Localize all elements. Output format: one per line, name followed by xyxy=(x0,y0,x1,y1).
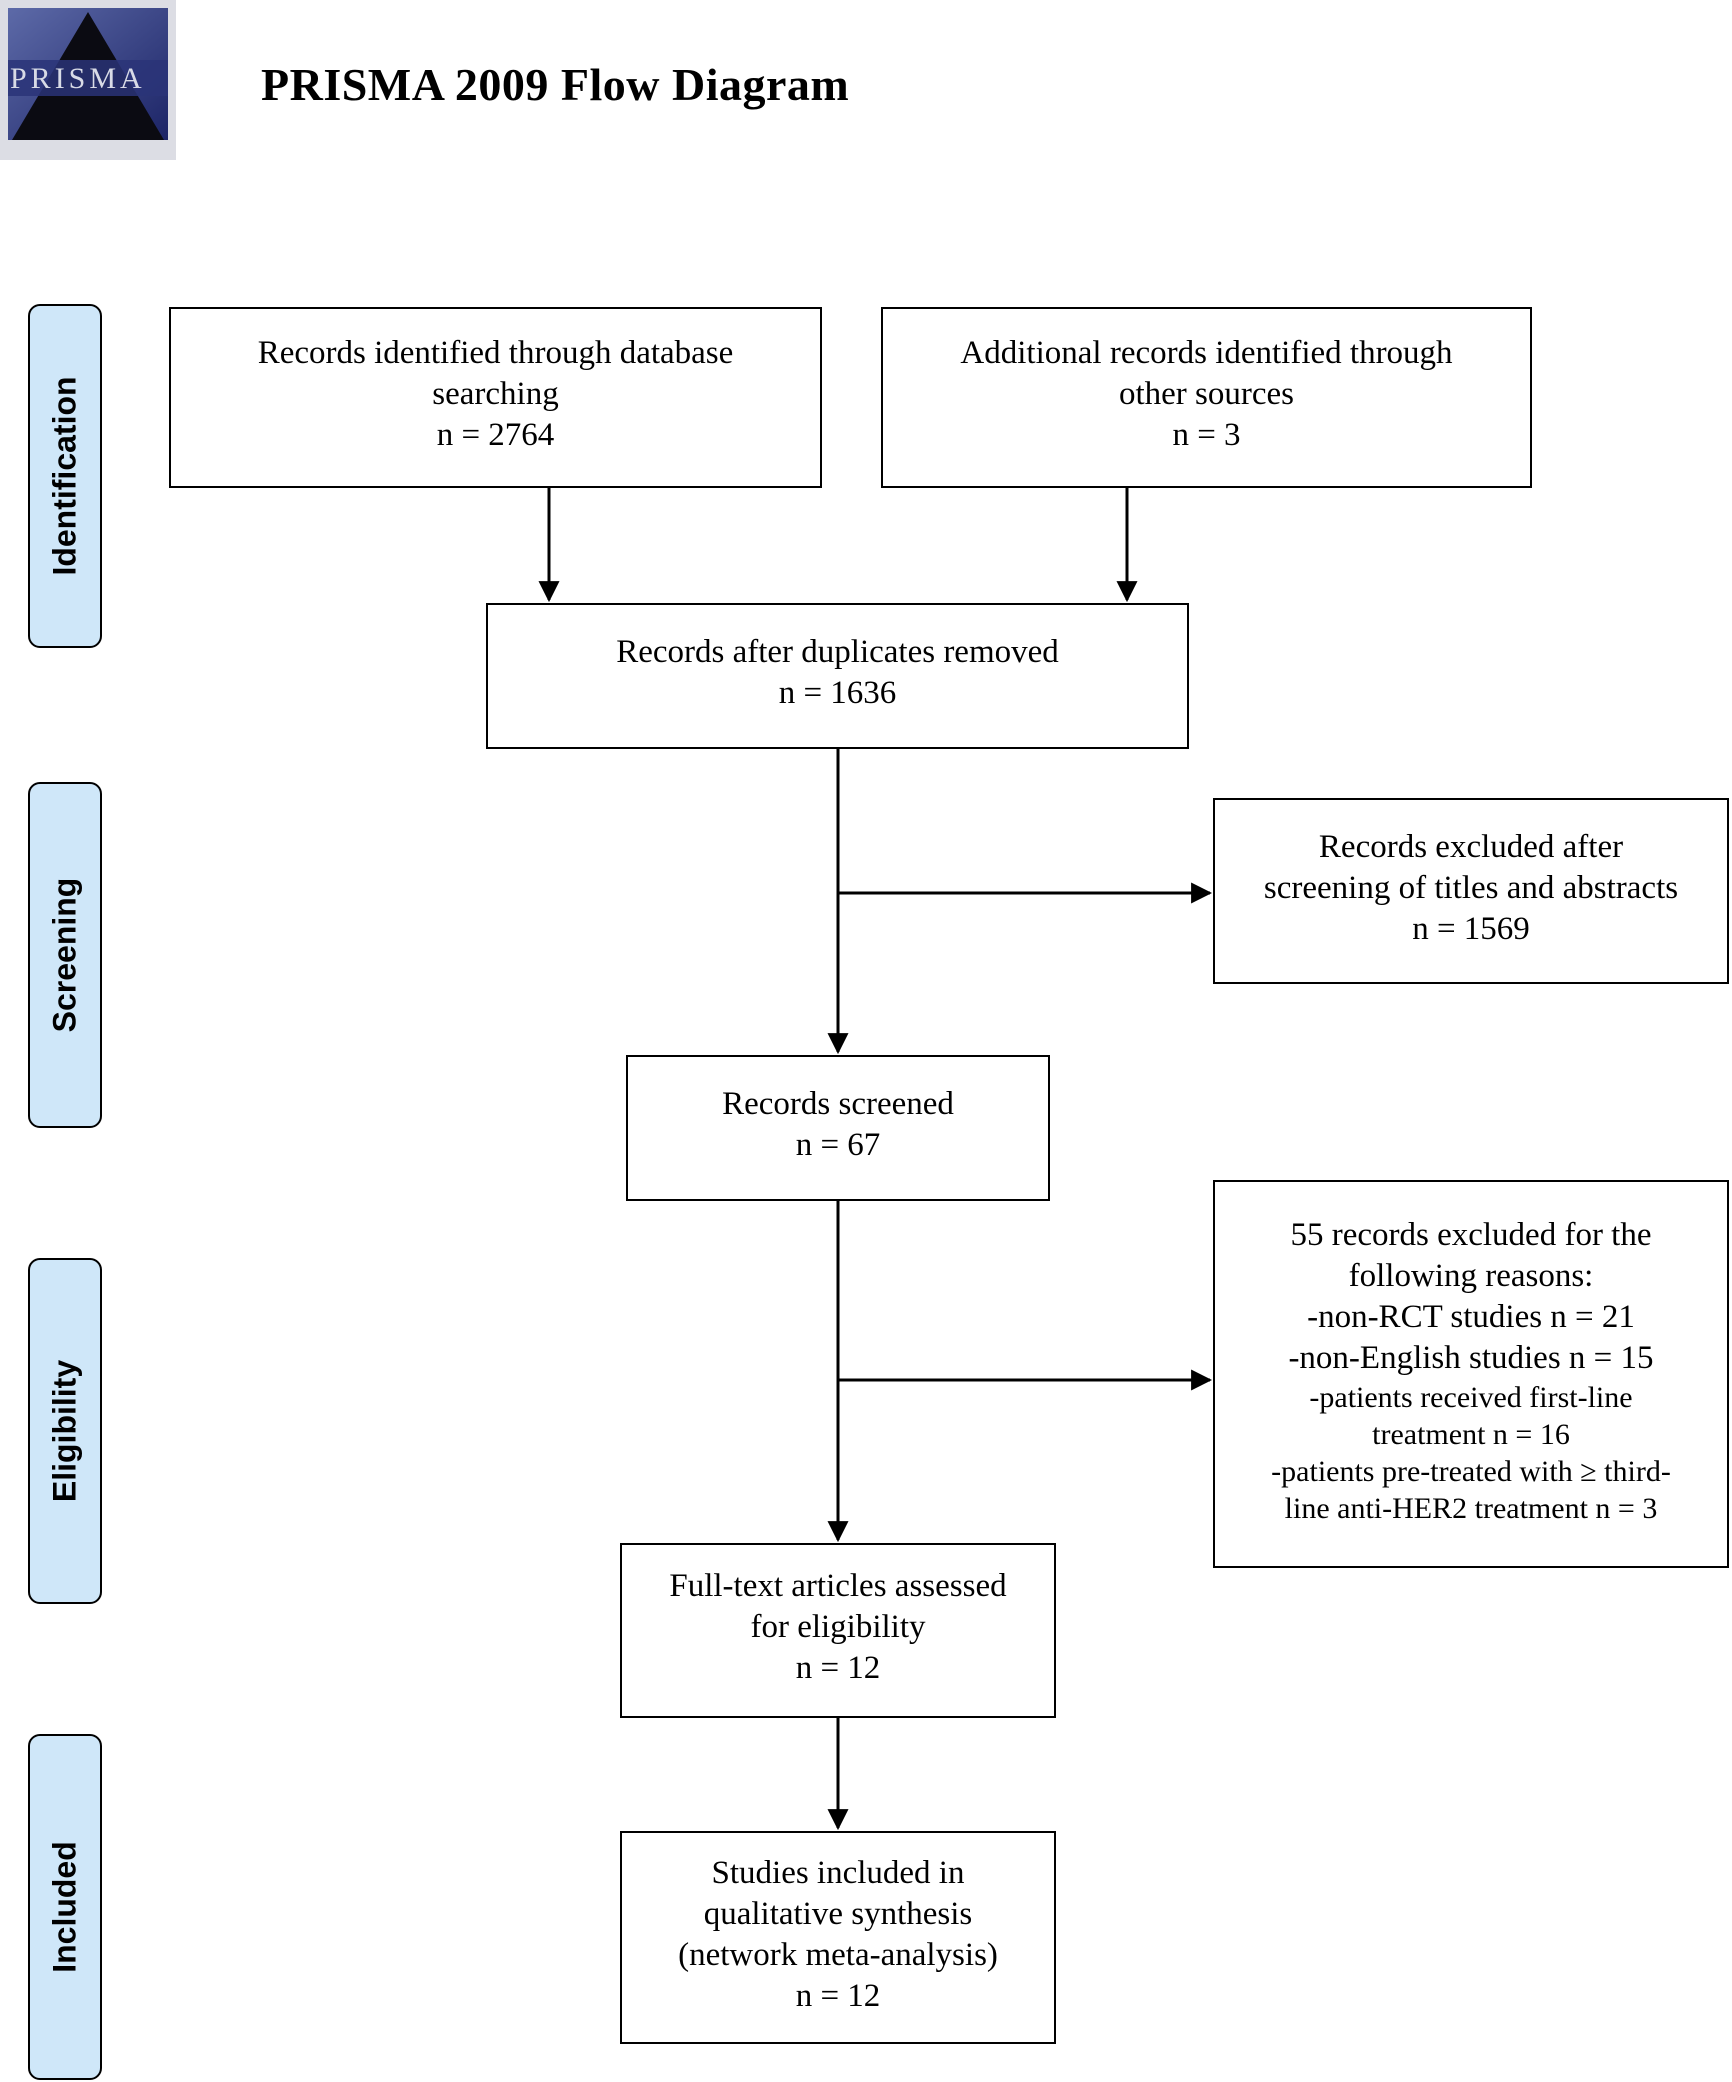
fulltext-assessed-count: n = 12 xyxy=(795,1650,881,1686)
excluded-fulltext-reason3b: treatment n = 16 xyxy=(1372,1418,1570,1451)
after-duplicates-line1: Records after duplicates removed xyxy=(616,634,1059,670)
other-sources-box: Additional records identified through ot… xyxy=(881,307,1532,488)
database-search-count: n = 2764 xyxy=(436,417,555,453)
excluded-fulltext-line1: 55 records excluded for the xyxy=(1290,1217,1652,1253)
excluded-screening-line2: screening of titles and abstracts xyxy=(1263,869,1679,906)
phase-screening: Screening xyxy=(28,782,102,1128)
other-sources-line2: other sources xyxy=(1118,376,1295,412)
prisma-logo-icon xyxy=(8,8,168,140)
other-sources-line1: Additional records identified through xyxy=(960,335,1453,371)
excluded-screening-box: Records excluded after screening of titl… xyxy=(1213,798,1729,984)
excluded-fulltext-reason4b: line anti-HER2 treatment n = 3 xyxy=(1284,1492,1658,1525)
screened-box: Records screened n = 67 xyxy=(626,1055,1050,1201)
database-search-box: Records identified through database sear… xyxy=(169,307,822,488)
prisma-logo: PRISMA xyxy=(0,0,176,160)
included-studies-line2: qualitative synthesis xyxy=(703,1895,973,1932)
excluded-screening-line1: Records excluded after xyxy=(1318,828,1624,865)
included-studies-box: Studies included in qualitative synthesi… xyxy=(620,1831,1056,2044)
page-title: PRISMA 2009 Flow Diagram xyxy=(261,59,850,110)
logo-text: PRISMA xyxy=(10,62,146,95)
phase-identification: Identification xyxy=(28,304,102,648)
fulltext-assessed-line2: for eligibility xyxy=(750,1609,926,1645)
screened-line1: Records screened xyxy=(722,1086,954,1122)
included-studies-count: n = 12 xyxy=(795,1977,881,2014)
excluded-screening-count: n = 1569 xyxy=(1412,910,1530,947)
fulltext-assessed-line1: Full-text articles assessed xyxy=(669,1568,1007,1604)
database-search-line1: Records identified through database xyxy=(257,335,734,371)
screened-count: n = 67 xyxy=(795,1127,881,1163)
excluded-fulltext-reason2: -non-English studies n = 15 xyxy=(1288,1340,1654,1376)
excluded-fulltext-reason4a: -patients pre-treated with ≥ third- xyxy=(1271,1455,1671,1488)
phase-included: Included xyxy=(28,1734,102,2080)
included-studies-line1: Studies included in xyxy=(711,1854,965,1891)
other-sources-count: n = 3 xyxy=(1172,417,1241,453)
included-studies-line3: (network meta-analysis) xyxy=(678,1936,998,1973)
after-duplicates-count: n = 1636 xyxy=(778,675,897,711)
excluded-fulltext-box: 55 records excluded for the following re… xyxy=(1213,1180,1729,1568)
database-search-line2: searching xyxy=(432,376,559,412)
phase-eligibility: Eligibility xyxy=(28,1258,102,1604)
after-duplicates-box: Records after duplicates removed n = 163… xyxy=(486,603,1189,749)
excluded-fulltext-reason3a: -patients received first-line xyxy=(1309,1381,1633,1414)
excluded-fulltext-line2: following reasons: xyxy=(1348,1258,1594,1294)
excluded-fulltext-reason1: -non-RCT studies n = 21 xyxy=(1307,1299,1635,1335)
fulltext-assessed-box: Full-text articles assessed for eligibil… xyxy=(620,1543,1056,1718)
